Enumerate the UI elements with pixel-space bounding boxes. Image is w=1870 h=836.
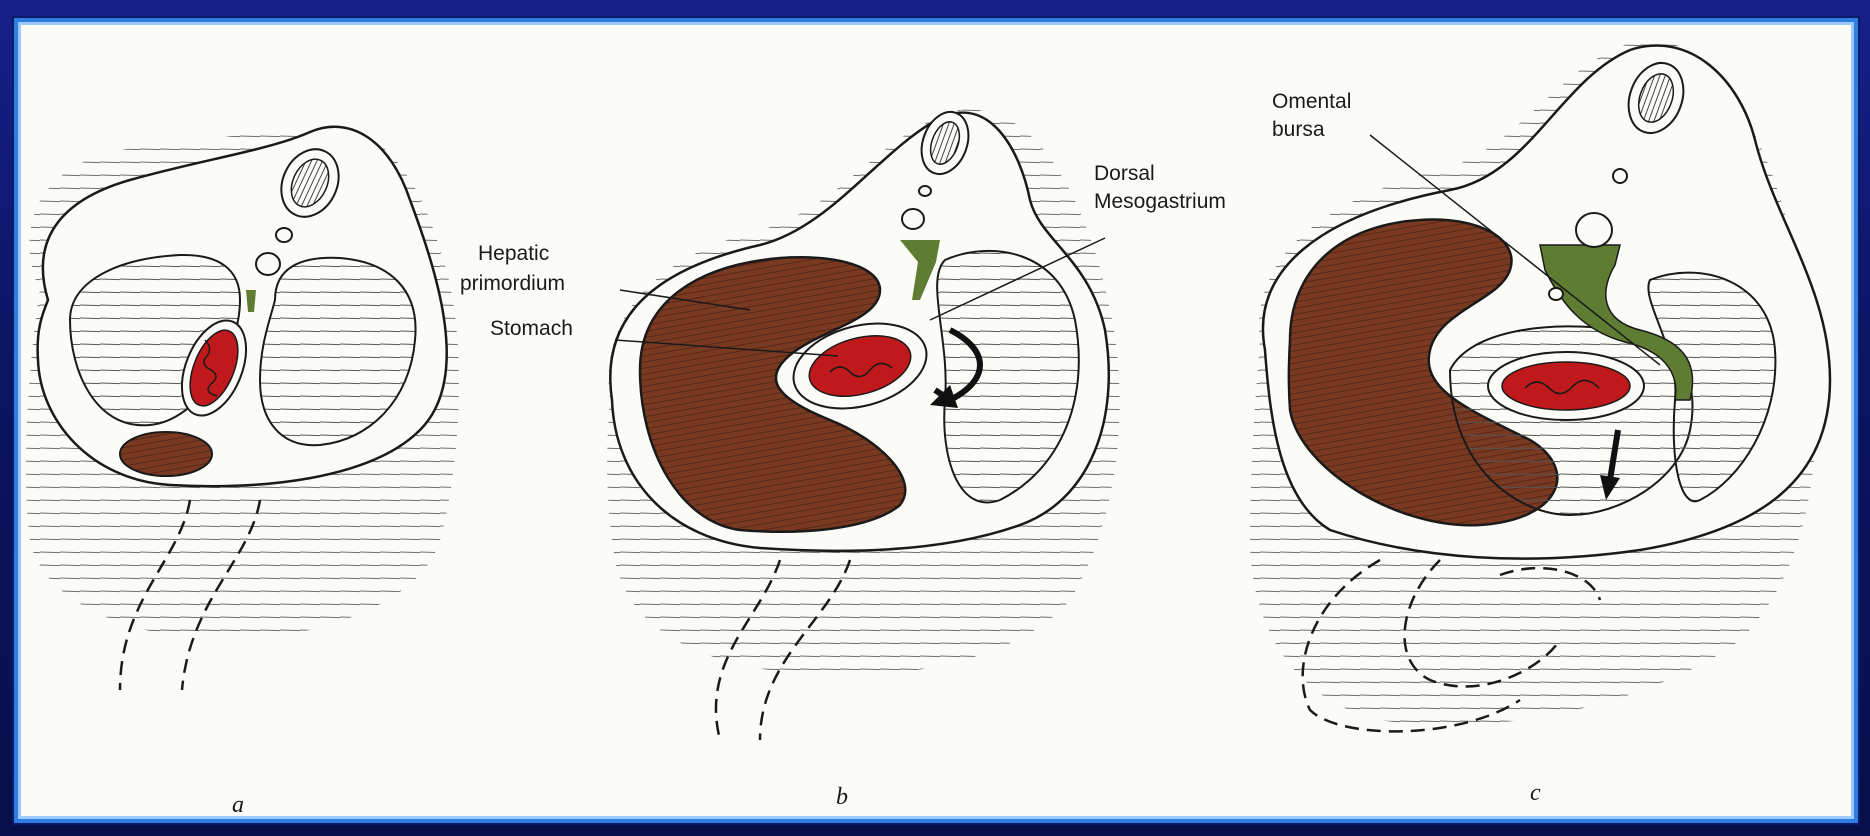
aorta-b <box>919 186 931 196</box>
panel-c <box>1250 39 1830 731</box>
label-omental-line1: Omental <box>1272 90 1351 113</box>
label-hepatic-line1: Hepatic <box>478 242 549 265</box>
label-omental-line2: bursa <box>1272 118 1325 141</box>
notochord-b <box>902 209 924 229</box>
caption-c: c <box>1530 780 1541 806</box>
notochord-a <box>256 253 280 275</box>
label-hepatic-line2: primordium <box>460 272 565 295</box>
caption-a: a <box>232 792 244 818</box>
aorta-c <box>1613 169 1627 183</box>
hepatic-bud-a <box>120 432 212 476</box>
notochord-c <box>1576 213 1612 247</box>
epiploic-foramen-c <box>1549 288 1563 300</box>
aorta-a <box>276 228 292 242</box>
label-dorsal-line1: Dorsal <box>1094 162 1155 185</box>
caption-b: b <box>836 784 848 810</box>
panel-a <box>26 125 459 690</box>
stomach-lumen-c <box>1502 362 1630 410</box>
label-dorsal-line2: Mesogastrium <box>1094 190 1226 213</box>
label-stomach: Stomach <box>490 317 573 340</box>
panel-b <box>607 105 1120 740</box>
